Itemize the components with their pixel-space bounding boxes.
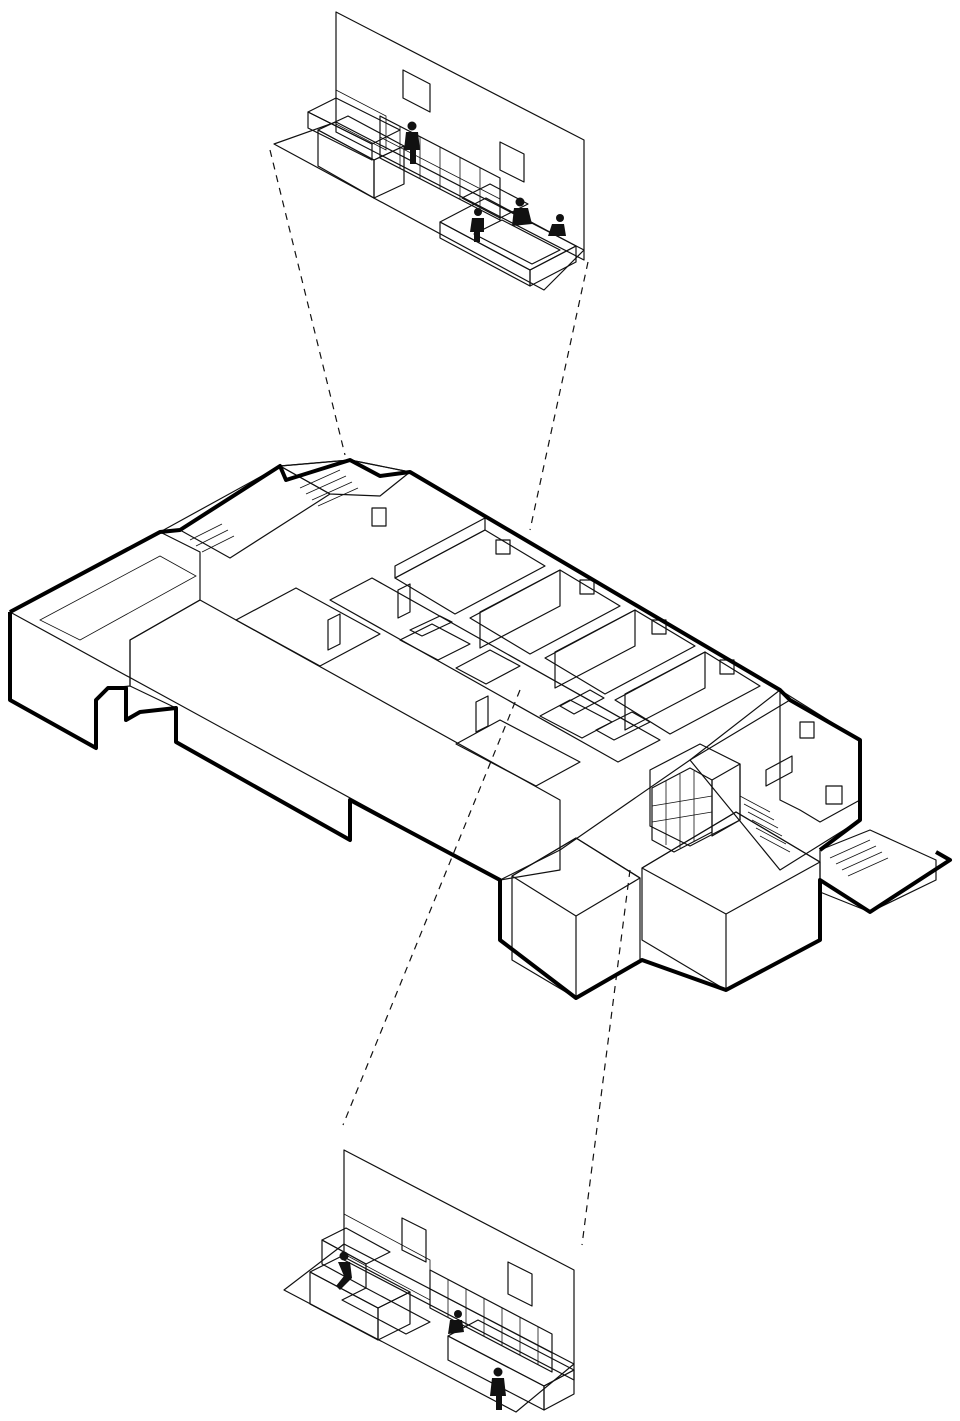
classroom-door <box>475 695 489 733</box>
detail-bench-left <box>309 1227 431 1341</box>
window-icon <box>799 721 815 739</box>
detail-bench-left <box>307 97 405 199</box>
library-alcove <box>649 743 741 853</box>
detail-floor <box>273 121 585 291</box>
classroom-wall <box>394 517 486 579</box>
window-icon <box>579 579 595 595</box>
central-corridor <box>329 577 661 763</box>
main-floor-plate <box>9 459 781 881</box>
classroom-floor <box>394 529 546 615</box>
person-silhouette-icon <box>336 1251 352 1290</box>
window-icon <box>371 507 387 527</box>
rear-right-shelves <box>765 755 793 787</box>
top-detail-vignette <box>273 11 585 291</box>
person-silhouette-icon <box>548 214 566 236</box>
person-silhouette-icon <box>490 1367 506 1410</box>
stair-icon <box>739 795 791 853</box>
classroom-wall <box>554 609 636 689</box>
person-silhouette-icon <box>404 121 420 164</box>
classroom-floor <box>235 587 381 667</box>
window-icon <box>507 1261 533 1307</box>
left-wing-floor <box>39 555 197 641</box>
person-silhouette-icon <box>448 1310 464 1334</box>
person-silhouette-icon <box>512 197 532 226</box>
window-icon <box>401 1217 427 1263</box>
window-icon <box>495 539 511 555</box>
detail-platform-right <box>447 1319 575 1411</box>
classroom-door <box>327 613 341 651</box>
bottom-detail-vignette <box>283 1149 575 1413</box>
person-silhouette-icon <box>470 208 484 242</box>
window-icon <box>825 785 843 805</box>
detail-floor <box>283 1243 575 1413</box>
stair-icon <box>829 839 889 877</box>
building-outline-rear <box>9 458 862 852</box>
stair-icon <box>189 469 359 553</box>
detail-back-wall <box>335 11 585 261</box>
window-icon <box>402 69 431 113</box>
classroom-door <box>397 583 411 619</box>
classroom-wall <box>479 569 561 649</box>
detail-shelf-unit <box>429 1269 553 1373</box>
detail-yellow-wall-band <box>335 89 387 151</box>
corridor-furniture <box>399 615 651 741</box>
building-axonometric <box>8 458 952 1000</box>
rear-right-wing <box>739 689 937 913</box>
classrooms-right-row <box>394 517 761 735</box>
window-icon <box>499 141 525 183</box>
building-outline <box>8 612 952 1000</box>
classrooms-left-row <box>235 583 581 787</box>
classroom-wall <box>624 651 706 731</box>
detail-platform-right <box>439 183 577 287</box>
